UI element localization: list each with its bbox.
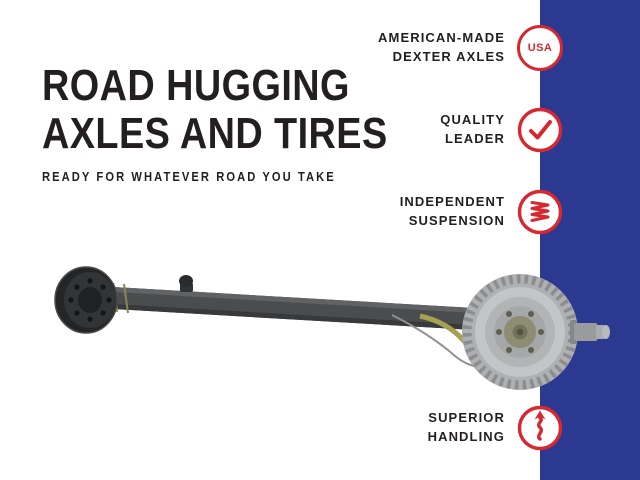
feature-quality-leader: QUALITY LEADER [440, 107, 563, 153]
feature-label-line: SUPERIOR [428, 410, 505, 426]
coil-spring-icon [517, 189, 563, 235]
feature-independent-suspension: INDEPENDENT SUSPENSION [400, 189, 563, 235]
checkmark-icon [517, 107, 563, 153]
feature-label: INDEPENDENT SUSPENSION [400, 193, 505, 231]
feature-label-line: INDEPENDENT [399, 194, 505, 210]
winding-road-arrow-icon [517, 405, 563, 451]
usa-badge-icon: USA [517, 25, 563, 71]
feature-label-line: DEXTER AXLES [392, 49, 505, 64]
page-title-line-1: ROAD HUGGING [42, 61, 350, 110]
page-subtitle: READY FOR WHATEVER ROAD YOU TAKE [42, 169, 336, 185]
feature-label-line: LEADER [444, 131, 505, 146]
page-title-line-2: AXLES AND TIRES [42, 108, 388, 158]
feature-american-made: AMERICAN-MADE DEXTER AXLES USA [378, 25, 563, 71]
feature-label-line: QUALITY [440, 112, 505, 128]
feature-label-line: SUSPENSION [408, 213, 505, 228]
feature-label: AMERICAN-MADE DEXTER AXLES [378, 29, 505, 67]
feature-label-line: AMERICAN-MADE [378, 30, 505, 46]
blue-side-band [540, 0, 640, 480]
feature-label: QUALITY LEADER [440, 111, 505, 149]
headline-block: ROAD HUGGING AXLES AND TIRES READY FOR W… [42, 62, 388, 184]
feature-superior-handling: SUPERIOR HANDLING [428, 405, 563, 451]
usa-badge-text: USA [527, 42, 553, 54]
feature-label: SUPERIOR HANDLING [428, 409, 505, 447]
feature-label-line: HANDLING [427, 429, 505, 444]
